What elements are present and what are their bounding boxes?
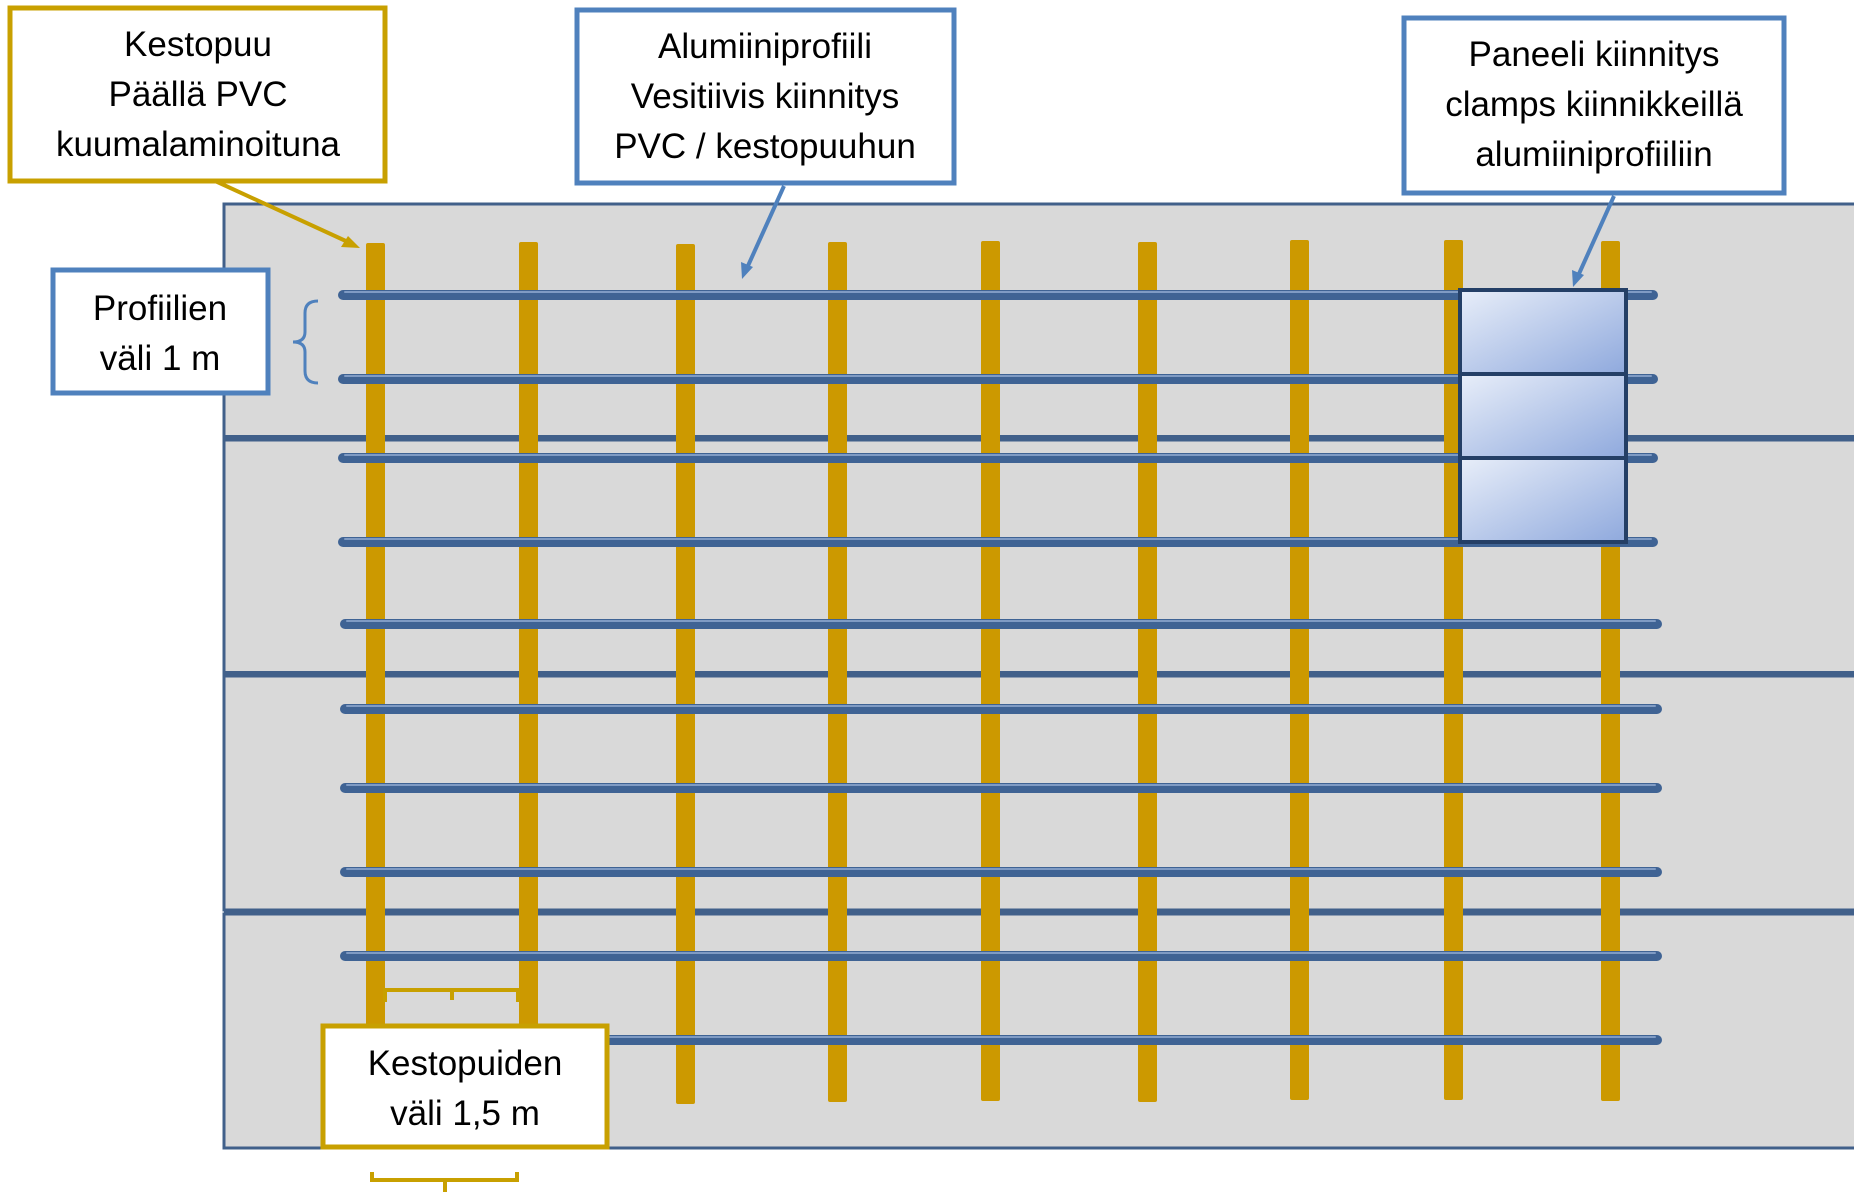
callout-line: väli 1 m	[100, 339, 221, 378]
callout-line: Profiilien	[93, 289, 227, 328]
solar-panel	[1458, 288, 1628, 376]
wood-post	[366, 243, 385, 1103]
callout-line: kuumalaminoituna	[56, 125, 341, 164]
callout-profiilien-vali: Profiilien väli 1 m	[50, 267, 271, 396]
callout-line: Vesitiivis kiinnitys	[631, 77, 899, 116]
callout-line: clamps kiinnikkeillä	[1445, 85, 1743, 124]
arrow-icon	[745, 185, 786, 269]
callout-line: väli 1,5 m	[390, 1094, 540, 1133]
callout-paneeli: Paneeli kiinnitys clamps kiinnikkeillä a…	[1401, 15, 1787, 196]
callout-line: Paneeli kiinnitys	[1469, 35, 1720, 74]
callout-alumiiniprofiili: Alumiiniprofiili Vesitiivis kiinnitys PV…	[574, 7, 957, 186]
callout-line: Kestopuiden	[368, 1044, 563, 1083]
wood-post	[828, 242, 847, 1102]
curly-brace-icon	[383, 988, 520, 1002]
arrow-icon	[741, 262, 753, 279]
aluminium-profiles	[338, 290, 1662, 1045]
callout-kestopuiden-vali: Kestopuiden väli 1,5 m	[320, 1023, 610, 1150]
arrow-icon	[1572, 270, 1584, 287]
arrow-icon	[1576, 195, 1616, 277]
wood-post	[676, 244, 695, 1104]
profile-highlights	[344, 291, 1656, 1038]
arrow-icon	[212, 178, 349, 244]
wood-post	[1290, 240, 1309, 1100]
callout-line: Päällä PVC	[109, 75, 288, 114]
callout-kestopuu: Kestopuu Päällä PVC kuumalaminoituna	[7, 5, 388, 184]
callout-box	[50, 267, 271, 396]
callout-box	[574, 7, 957, 186]
callout-line: PVC / kestopuuhun	[614, 127, 916, 166]
wood-post	[519, 242, 538, 1102]
wood-post	[1138, 242, 1157, 1102]
solar-panel	[1458, 456, 1628, 544]
wood-post	[981, 241, 1000, 1101]
callout-line: alumiiniprofiiliin	[1475, 135, 1712, 174]
arrow-icon	[341, 236, 360, 248]
curly-brace-icon	[292, 299, 319, 385]
callout-box	[320, 1023, 610, 1150]
curly-brace-icon	[370, 1172, 519, 1192]
solar-panels	[1458, 288, 1628, 544]
callout-line: Alumiiniprofiili	[658, 27, 872, 66]
solar-panel	[1458, 372, 1628, 460]
callout-line: Kestopuu	[124, 25, 272, 64]
callout-box	[7, 5, 388, 184]
callout-box	[1401, 15, 1787, 196]
callout-arrows	[212, 178, 1616, 287]
